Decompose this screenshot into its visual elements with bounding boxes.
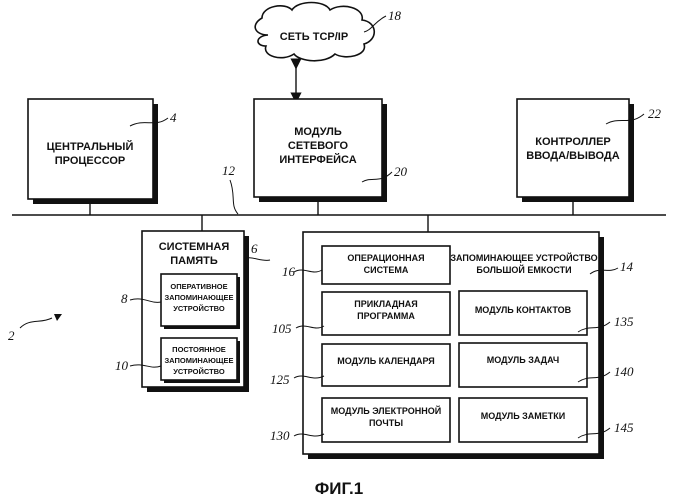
io-label-line2: ВВОДА/ВЫВОДА bbox=[526, 150, 619, 162]
storage-ref: 14 bbox=[620, 259, 634, 274]
io-ref: 22 bbox=[648, 106, 662, 121]
network-ref: 18 bbox=[388, 8, 402, 23]
calendar-block: МОДУЛЬ КАЛЕНДАРЯ 125 bbox=[270, 344, 450, 387]
email-ref: 130 bbox=[270, 428, 290, 443]
rom-label-line1: ПОСТОЯННОЕ bbox=[172, 345, 226, 354]
tasks-label: МОДУЛЬ ЗАДАЧ bbox=[487, 355, 559, 365]
app-block: ПРИКЛАДНАЯ ПРОГРАММА 105 bbox=[272, 292, 450, 336]
rom-label-line3: УСТРОЙСТВО bbox=[173, 367, 225, 376]
cpu-label-line2: ПРОЦЕССОР bbox=[55, 155, 126, 167]
memory-label-line2: ПАМЯТЬ bbox=[170, 255, 218, 267]
memory-ref: 6 bbox=[251, 241, 258, 256]
storage-label-line2: БОЛЬШОЙ ЕМКОСТИ bbox=[476, 264, 571, 275]
email-label-line2: ПОЧТЫ bbox=[369, 418, 403, 428]
system-ref: 2 bbox=[8, 328, 15, 343]
nic-ref: 20 bbox=[394, 164, 408, 179]
network-cloud: СЕТЬ TCP/IP 18 bbox=[255, 3, 401, 61]
os-label-line2: СИСТЕМА bbox=[364, 265, 409, 275]
system-memory-block: СИСТЕМНАЯ ПАМЯТЬ 6 ОПЕРАТИВНОЕ ЗАПОМИНАЮ… bbox=[115, 231, 270, 392]
io-block: КОНТРОЛЛЕР ВВОДА/ВЫВОДА 22 bbox=[517, 99, 662, 202]
ram-label-line3: УСТРОЙСТВО bbox=[173, 304, 225, 313]
notes-ref: 145 bbox=[614, 420, 634, 435]
cpu-label-line1: ЦЕНТРАЛЬНЫЙ bbox=[47, 140, 134, 153]
rom-ref: 10 bbox=[115, 358, 129, 373]
bus-leader bbox=[230, 180, 238, 214]
notes-label: МОДУЛЬ ЗАМЕТКИ bbox=[481, 411, 566, 421]
app-label-line1: ПРИКЛАДНАЯ bbox=[354, 299, 417, 309]
nic-block: МОДУЛЬ СЕТЕВОГО ИНТЕРФЕЙСА 20 bbox=[254, 99, 408, 202]
nic-label-line3: ИНТЕРФЕЙСА bbox=[279, 153, 356, 166]
ram-label-line1: ОПЕРАТИВНОЕ bbox=[170, 282, 227, 291]
memory-label-line1: СИСТЕМНАЯ bbox=[159, 241, 230, 253]
app-ref: 105 bbox=[272, 321, 292, 336]
app-label-line2: ПРОГРАММА bbox=[357, 311, 415, 321]
rom-block: ПОСТОЯННОЕ ЗАПОМИНАЮЩЕЕ УСТРОЙСТВО 10 bbox=[115, 338, 240, 383]
email-block: МОДУЛЬ ЭЛЕКТРОННОЙ ПОЧТЫ 130 bbox=[270, 398, 450, 443]
rom-label-line2: ЗАПОМИНАЮЩЕЕ bbox=[164, 356, 233, 365]
tasks-block: МОДУЛЬ ЗАДАЧ 140 bbox=[459, 343, 634, 387]
os-ref: 16 bbox=[282, 264, 296, 279]
nic-label-line1: МОДУЛЬ bbox=[294, 126, 342, 138]
io-label-line1: КОНТРОЛЛЕР bbox=[535, 136, 611, 148]
mass-storage-block: ЗАПОМИНАЮЩЕЕ УСТРОЙСТВО БОЛЬШОЙ ЕМКОСТИ … bbox=[270, 232, 634, 459]
figure-caption: ФИГ.1 bbox=[315, 479, 363, 498]
calendar-label: МОДУЛЬ КАЛЕНДАРЯ bbox=[337, 356, 435, 366]
ram-label-line2: ЗАПОМИНАЮЩЕЕ bbox=[164, 293, 233, 302]
system-leader bbox=[20, 318, 52, 328]
system-ref-group: 2 bbox=[8, 314, 62, 343]
ram-block: ОПЕРАТИВНОЕ ЗАПОМИНАЮЩЕЕ УСТРОЙСТВО 8 bbox=[121, 274, 240, 329]
cpu-block: ЦЕНТРАЛЬНЫЙ ПРОЦЕССОР 4 bbox=[28, 99, 177, 204]
storage-label-line1: ЗАПОМИНАЮЩЕЕ УСТРОЙСТВО bbox=[450, 252, 597, 263]
calendar-ref: 125 bbox=[270, 372, 290, 387]
tasks-ref: 140 bbox=[614, 364, 634, 379]
cpu-ref: 4 bbox=[170, 110, 177, 125]
contacts-ref: 135 bbox=[614, 314, 634, 329]
network-label: СЕТЬ TCP/IP bbox=[280, 31, 348, 43]
email-label-line1: МОДУЛЬ ЭЛЕКТРОННОЙ bbox=[331, 405, 441, 416]
notes-block: МОДУЛЬ ЗАМЕТКИ 145 bbox=[459, 398, 634, 442]
ram-ref: 8 bbox=[121, 291, 128, 306]
nic-label-line2: СЕТЕВОГО bbox=[288, 140, 349, 152]
contacts-label: МОДУЛЬ КОНТАКТОВ bbox=[475, 305, 572, 315]
bus-ref: 12 bbox=[222, 163, 236, 178]
system-arrowhead bbox=[54, 314, 62, 321]
contacts-block: МОДУЛЬ КОНТАКТОВ 135 bbox=[459, 291, 634, 335]
os-label-line1: ОПЕРАЦИОННАЯ bbox=[347, 253, 424, 263]
